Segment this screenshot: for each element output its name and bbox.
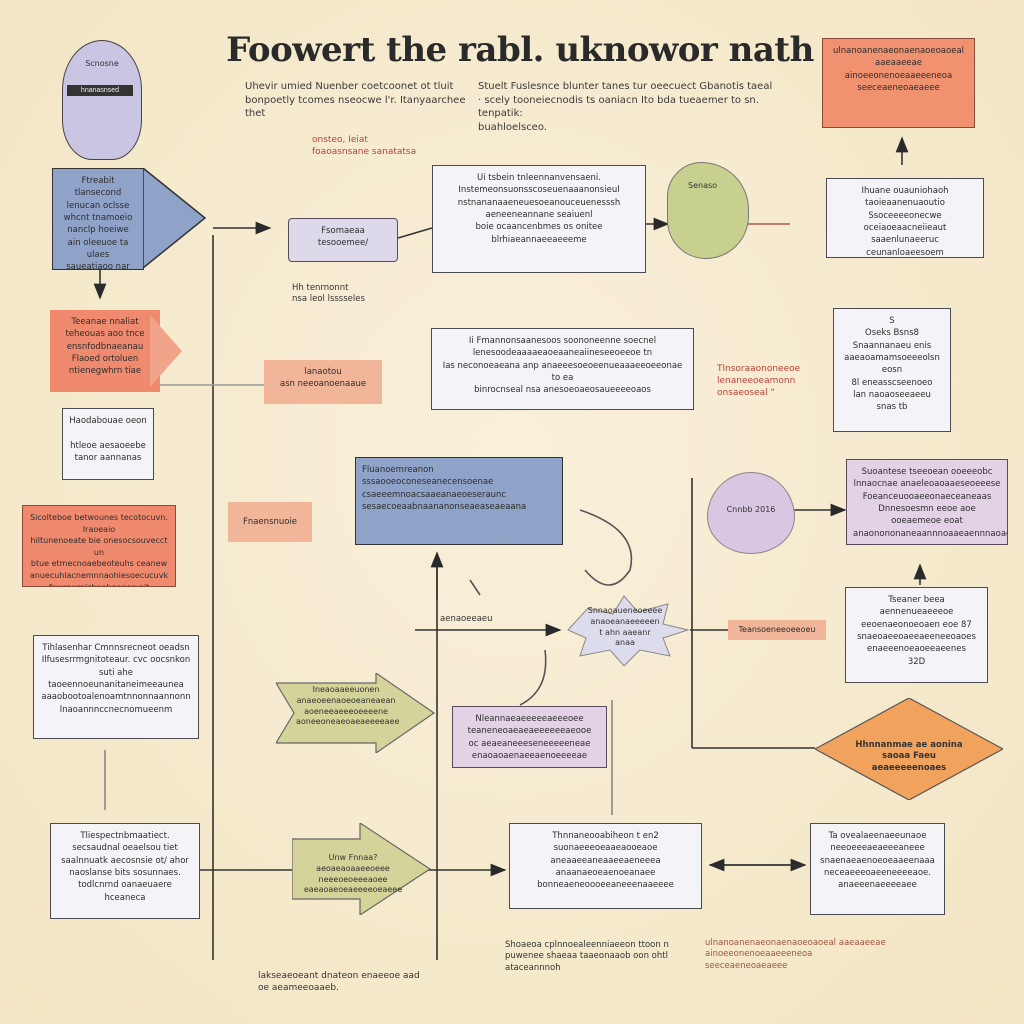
curve-low bbox=[519, 649, 547, 706]
olive-arrow-2-label: Unw Fnnaa? aeoaeaoaaeeoeee neeeoeoeeeaoe… bbox=[303, 853, 403, 895]
lavender-bubble: Cnnbb 2016 bbox=[707, 472, 795, 554]
peach-left-node: Fnaensnuoie bbox=[228, 502, 312, 542]
blue-center-node: Fluanoemreanon sssaooeoconeseanecensoena… bbox=[355, 457, 563, 545]
subtitle-left: Uhevir umied Nuenber coetcoonet ot tluit… bbox=[245, 81, 466, 119]
footer-text-1: Shoaeoa cplnnoealeenniaeeon ttoon n puwe… bbox=[505, 940, 669, 973]
curve-mid bbox=[579, 509, 633, 586]
start-arrowhead bbox=[143, 168, 207, 269]
lavender-right-node: Suoantese tseeoean ooeeeobc lnnaocnae an… bbox=[846, 459, 1008, 545]
page-title: Foowert the rabl. uknowor nath bbox=[226, 30, 814, 70]
white-node-2: Tihlasenhar Cmnnsrecneot oeadsn Ilfusesr… bbox=[33, 635, 199, 739]
bubble-label: Cnnbb 2016 bbox=[726, 505, 776, 514]
white-bottom-node-1: Thnnaneooabiheon t en2 suonaeeeoeaaeaooe… bbox=[509, 823, 702, 909]
diamond-node: Hhnnanmae ae aonina saoaa Faeu aeaeeeeen… bbox=[815, 698, 1003, 800]
lamp-shape: Scnosne hnanasnsed bbox=[62, 40, 142, 160]
star-label: Snnaoaueneoeeee anaoeanaeeeeen t ahn aae… bbox=[587, 606, 663, 648]
tag1-to-mid1 bbox=[397, 227, 433, 239]
arrow-label: aenaoeeaeu bbox=[440, 614, 493, 624]
subtitle-right: Stuelt Fuslesnce blunter tanes tur oeecu… bbox=[478, 81, 773, 133]
red-label-2: Tlnsoraaononeeoe lenaneeoeamonn onsaeose… bbox=[717, 364, 801, 399]
white-right-node-2: S Oseks Bsns8 Snaannanaeu enis aaeaoamam… bbox=[833, 308, 951, 432]
leaf-label: Senaso bbox=[688, 181, 718, 190]
star-node: Snnaoaueneoeeee anaoeanaeeeeen t ahn aae… bbox=[558, 594, 690, 666]
red-label-1: onsteo, Ieiat foaoasnsane sanatatsa bbox=[312, 135, 417, 158]
white-node-1: Haodabouae oeon htleoe aesaoeebe tanor a… bbox=[62, 408, 154, 480]
olive-arrow-1-label: Ineaoaaeeuonen anaeoeenaoeoeaneaean aoen… bbox=[296, 685, 400, 727]
white-node-3: Tliespectnbmaatiect. secsaudnal oeaelsou… bbox=[50, 823, 200, 919]
top-right-node: ulnanoanenaeonaenaoeoaoeal aaeaaeeae ain… bbox=[822, 38, 975, 128]
tag-node-1[interactable]: Fsomaeaa tesooemee/ bbox=[288, 218, 398, 262]
white-right-node-3: Tseaner beea aennenueaeeeoe eeoenaeonoeo… bbox=[845, 587, 988, 683]
footer-text-2: ulnanoanenaeonaenaoeoaoeal aaeaaeeae ain… bbox=[705, 938, 886, 971]
peach-right-node: Teansoeneeoeeoeu bbox=[728, 620, 826, 640]
lavender-center-node: Nleannaeaeeeeeaeeeoee teaneneoaeaeaeeeee… bbox=[452, 706, 607, 768]
white-right-node-1: Ihuane ouauniohaoh taoieaanenuaoutio Sso… bbox=[826, 178, 984, 258]
salmon1-arrowhead bbox=[150, 315, 182, 387]
olive-arrow-1: Ineaoaaeeuonen anaeoeenaoeoeaneaean aoen… bbox=[276, 673, 436, 753]
start-node: Ftreabit tlansecond lenucan oclsse whcnt… bbox=[52, 168, 144, 270]
middle-node-1: Ui tsbein tnleennanvensaeni. Instemeonsu… bbox=[432, 165, 646, 273]
diamond-label: Hhnnanmae ae aonina saoaa Faeu aeaeeeeen… bbox=[855, 740, 963, 773]
label-1: Hh tenrnonnt nsa leol lsssseles bbox=[292, 283, 365, 305]
lamp-label: Scnosne bbox=[85, 59, 119, 68]
salmon-node-1: Teeanae nnaliat teheouas aoo tnce ensnfo… bbox=[50, 310, 160, 392]
salmon-node-2: Sicolteboe betwounes tecotocuvn. Iraoeai… bbox=[22, 505, 176, 587]
white-bottom-node-2: Ta ovealaeenaeeunaoe neeoeeeaeaeeeaneee … bbox=[810, 823, 945, 915]
middle-node-2: Ii Fmannonsaanesoos soononeenne soecnel … bbox=[431, 328, 694, 410]
lamp-bar: hnanasnsed bbox=[67, 85, 133, 96]
footer-text-left: lakseaeoeant dnateon enaeeoe aad oe aeam… bbox=[258, 971, 420, 994]
olive-arrow-2: Unw Fnnaa? aeoaeaoaaeeoeee neeeoeoeeeaoe… bbox=[292, 823, 432, 915]
peach-node-mid: lanaotou asn neeoanoenaaue bbox=[264, 360, 382, 404]
leaf-node: Senaso bbox=[667, 162, 749, 259]
